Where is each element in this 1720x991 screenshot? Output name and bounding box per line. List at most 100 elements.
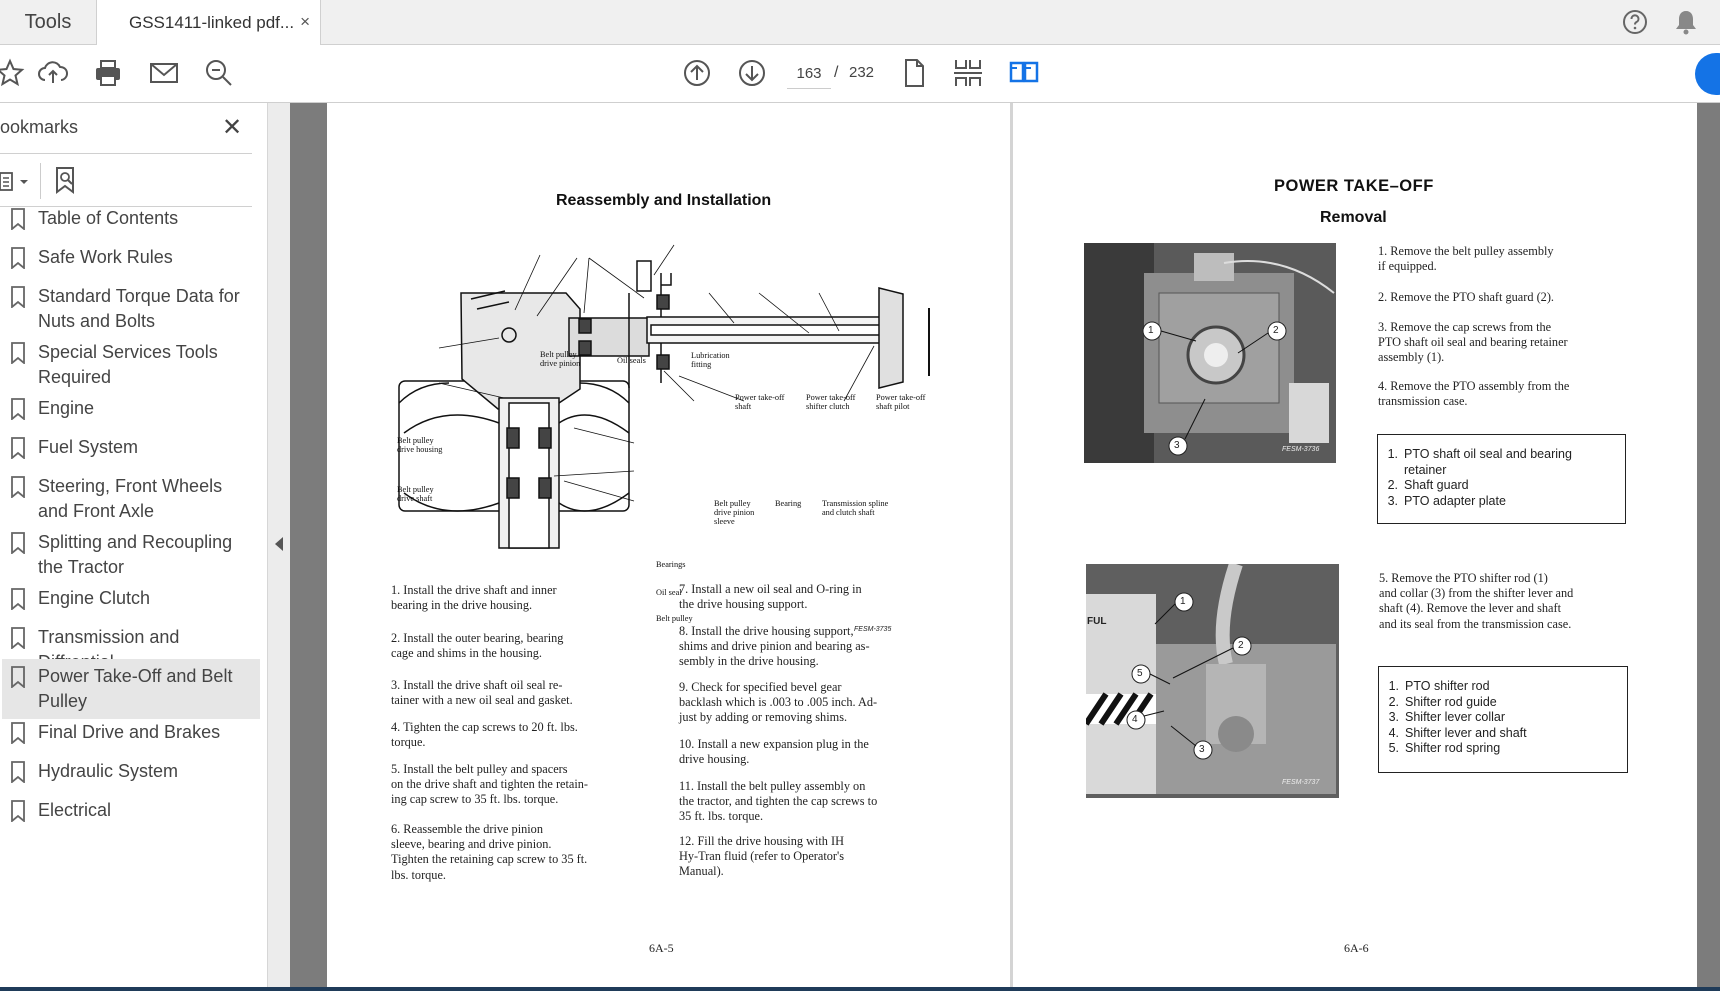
- figure-code: FESM-3735: [854, 626, 892, 633]
- legend-number: 2.: [1387, 478, 1398, 492]
- legend-box-1: 1. PTO shaft oil seal and bearing retainer…: [1377, 434, 1626, 524]
- legend-number: 2.: [1388, 694, 1399, 709]
- legend-item: 1.PTO shifter rod: [1389, 679, 1527, 695]
- bookmark-icon: [11, 666, 25, 688]
- page-separator: /: [834, 64, 839, 81]
- bookmark-item[interactable]: Table of Contents: [2, 201, 260, 236]
- bookmark-item[interactable]: Power Take-Off and Belt Pulley: [2, 659, 260, 719]
- instruction-step: 1. Install the drive shaft and inner bea…: [391, 583, 557, 613]
- instruction-step: 12. Fill the drive housing with IH Hy-Tr…: [679, 834, 844, 879]
- tab-bar: Tools GSS1411-linked pdf... ×: [0, 0, 1720, 46]
- bookmark-label: Engine: [38, 398, 95, 418]
- page-number: 6A-6: [1344, 941, 1369, 955]
- legend-number: 5.: [1388, 741, 1399, 755]
- scrolling-view-icon[interactable]: [950, 55, 986, 91]
- zoom-search-icon[interactable]: [201, 55, 237, 91]
- callout: 2: [1273, 325, 1279, 336]
- diagram-label: Power take-off shifter clutch: [806, 393, 856, 411]
- email-icon[interactable]: [146, 55, 182, 91]
- legend-text: PTO adapter plate: [1404, 493, 1506, 508]
- bookmark-icon: [11, 342, 25, 364]
- diagram-label: Transmission spline and clutch shaft: [822, 499, 889, 517]
- legend-number: 3.: [1387, 493, 1398, 508]
- tab-close-icon[interactable]: ×: [300, 12, 310, 31]
- bookmark-item[interactable]: Electrical: [2, 793, 260, 828]
- callout: 5: [1137, 668, 1143, 679]
- sign-text: FUL: [1087, 616, 1107, 627]
- bookmark-item[interactable]: Engine: [2, 391, 260, 426]
- bookmark-item[interactable]: Safe Work Rules: [2, 240, 260, 275]
- bookmark-item[interactable]: Splitting and Recoupling the Tractor: [2, 525, 260, 585]
- legend-text: PTO shaft oil seal and bearing: [1404, 447, 1572, 461]
- previous-page-icon[interactable]: [679, 55, 715, 91]
- bookmark-label: Hydraulic System: [38, 761, 179, 781]
- page-number-input[interactable]: [787, 59, 831, 89]
- instruction-step: 11. Install the belt pulley assembly on …: [679, 779, 878, 824]
- legend-item: 4. Shifter lever and shaft: [1389, 725, 1527, 742]
- legend-number: 4.: [1388, 725, 1399, 740]
- page-number: 6A-5: [649, 941, 674, 955]
- diagram-label: Oil seal: [656, 588, 682, 597]
- single-page-view-icon[interactable]: [896, 55, 932, 91]
- legend-text: PTO shifter rod: [1405, 679, 1490, 693]
- star-icon[interactable]: [0, 55, 28, 91]
- legend-number: 1.: [1387, 447, 1398, 461]
- tab-document-label: GSS1411-linked pdf...: [129, 13, 295, 32]
- divider: [0, 206, 252, 207]
- legend-item: 3. Shifter lever collar: [1389, 710, 1527, 726]
- instruction-step: 7. Install a new oil seal and O-ring in …: [679, 582, 862, 612]
- collapse-arrow-icon[interactable]: [274, 536, 284, 552]
- bookmarks-close-icon[interactable]: ✕: [222, 114, 243, 141]
- page-total: 232: [849, 64, 875, 81]
- diagram-label: Oil seals: [617, 356, 646, 365]
- legend-item: 2.Shifter rod guide: [1389, 695, 1527, 711]
- legend-text: Shifter lever collar: [1405, 710, 1506, 724]
- page-6a-6: POWER TAKE–OFF Removal 1 2 3 FESM-3736 1…: [1013, 103, 1697, 991]
- instruction-step: 9. Check for specified bevel gear backla…: [679, 680, 878, 725]
- divider: [40, 163, 41, 199]
- bookmark-item[interactable]: Standard Torque Data for Nuts and Bolts: [2, 279, 260, 339]
- diagram-label: Belt pulley drive pinion sleeve: [714, 499, 755, 526]
- legend-item: retainer: [1404, 463, 1572, 479]
- tab-document[interactable]: GSS1411-linked pdf... ×: [96, 0, 321, 46]
- upload-cloud-icon[interactable]: [35, 55, 71, 91]
- callout: 3: [1199, 744, 1205, 755]
- taskbar-edge: [0, 987, 1720, 991]
- bookmark-item[interactable]: Hydraulic System: [2, 754, 260, 789]
- help-icon[interactable]: [1621, 8, 1649, 36]
- bookmark-icon: [11, 588, 25, 610]
- bookmark-options-icon[interactable]: [0, 167, 32, 197]
- bookmark-item[interactable]: Final Drive and Brakes: [2, 715, 260, 750]
- next-page-icon[interactable]: [734, 55, 770, 91]
- bookmark-item[interactable]: Fuel System: [2, 430, 260, 465]
- diagram-label: Power take-off shaft: [735, 393, 785, 411]
- add-bookmark-icon[interactable]: [52, 165, 82, 197]
- legend-number: 3.: [1388, 710, 1399, 724]
- bookmark-label: Engine Clutch: [38, 588, 151, 608]
- legend-item: 2.Shaft guard: [1388, 478, 1572, 494]
- print-icon[interactable]: [90, 55, 126, 91]
- bookmark-icon: [11, 627, 25, 649]
- bookmark-label: Fuel System: [38, 437, 139, 457]
- bookmark-label: Electrical: [38, 800, 112, 820]
- pto-housing-photo: 1 2 3 FESM-3736: [1084, 243, 1336, 463]
- callout: 1: [1180, 596, 1186, 607]
- two-page-view-icon[interactable]: [1006, 55, 1042, 91]
- bookmark-icon: [11, 398, 25, 420]
- notification-bell-icon[interactable]: [1673, 8, 1699, 36]
- callout: 2: [1238, 640, 1244, 651]
- bookmark-label: Power Take-Off and Belt Pulley: [38, 666, 233, 711]
- instruction-step: 4. Tighten the cap screws to 20 ft. lbs.…: [391, 720, 578, 750]
- instruction-step: 3. Remove the cap screws from the PTO sh…: [1378, 320, 1568, 365]
- bookmark-item[interactable]: Steering, Front Wheels and Front Axle: [2, 469, 260, 529]
- bookmark-item[interactable]: Engine Clutch: [2, 581, 260, 616]
- bookmark-label: Splitting and Recoupling the Tractor: [38, 532, 233, 577]
- bookmark-item[interactable]: Special Services Tools Required: [2, 335, 260, 395]
- tab-tools[interactable]: Tools: [24, 11, 72, 33]
- legend-text: Shifter lever and shaft: [1405, 725, 1527, 740]
- instruction-step: 4. Remove the PTO assembly from the tran…: [1378, 379, 1570, 409]
- bookmark-label: Final Drive and Brakes: [38, 722, 221, 742]
- instruction-step: 10. Install a new expansion plug in the …: [679, 737, 869, 767]
